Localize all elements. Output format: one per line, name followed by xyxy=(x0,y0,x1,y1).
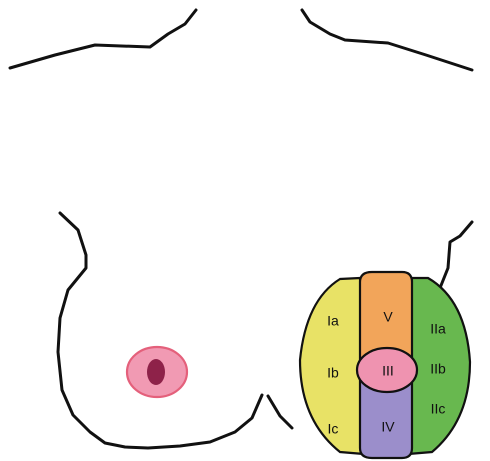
right-torso-outline xyxy=(440,222,472,288)
zone-label-Ic: Ic xyxy=(328,421,339,437)
right-shoulder-outline xyxy=(302,10,472,70)
zone-label-Ib: Ib xyxy=(327,365,339,381)
right-breast-inner-outline xyxy=(268,396,292,428)
zone-label-IIb: IIb xyxy=(430,361,446,377)
left-breast-outline xyxy=(58,213,262,448)
zone-label-III: III xyxy=(382,363,394,379)
left-shoulder-outline xyxy=(10,10,196,68)
left-nipple xyxy=(147,359,165,385)
zone-label-IIc: IIc xyxy=(431,401,446,417)
zone-label-Ia: Ia xyxy=(327,313,339,329)
zone-label-IV: IV xyxy=(381,419,395,435)
zone-label-V: V xyxy=(383,309,393,325)
zone-label-IIa: IIa xyxy=(430,321,446,337)
